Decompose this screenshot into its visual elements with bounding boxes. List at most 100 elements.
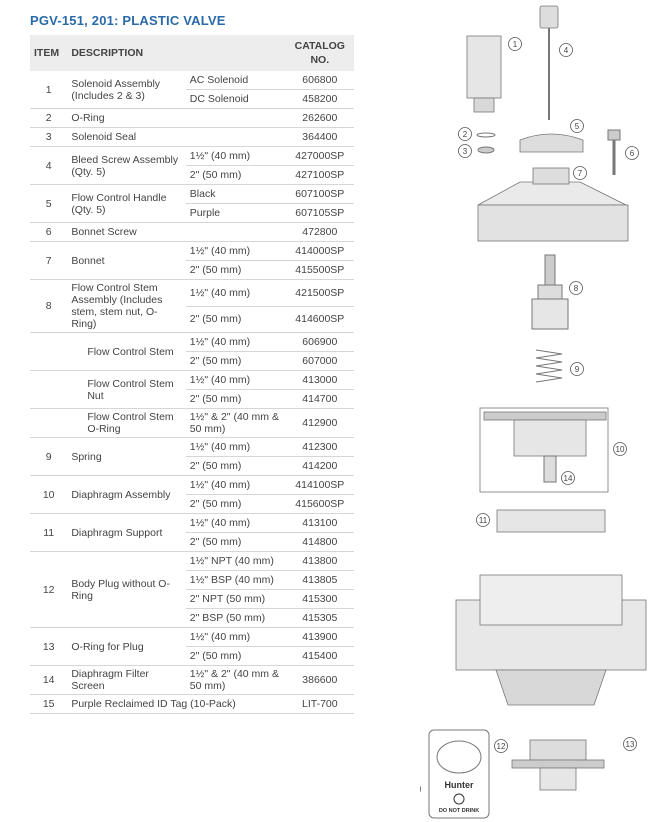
size-cell: 2" (50 mm) bbox=[185, 165, 286, 185]
svg-text:2: 2 bbox=[463, 130, 468, 139]
catalog-cell: 413800 bbox=[285, 551, 354, 571]
catalog-cell: 415300 bbox=[285, 589, 354, 609]
catalog-cell: 413900 bbox=[285, 627, 354, 647]
catalog-cell: 606800 bbox=[285, 71, 354, 90]
body-plug-part bbox=[511, 739, 605, 791]
bonnet-screw-part bbox=[607, 129, 621, 175]
svg-text:14: 14 bbox=[564, 474, 573, 483]
size-cell: 1½" (40 mm) bbox=[185, 332, 286, 352]
item-cell: 6 bbox=[30, 222, 68, 242]
catalog-cell: 412300 bbox=[285, 437, 354, 457]
svg-text:13: 13 bbox=[626, 740, 635, 749]
svg-text:6: 6 bbox=[630, 149, 635, 158]
callout-10: 10 bbox=[613, 442, 627, 456]
table-row: 2" (50 mm)415600SP bbox=[30, 494, 354, 514]
catalog-cell: 607105SP bbox=[285, 203, 354, 223]
diaphragm-support-part bbox=[496, 509, 606, 533]
size-cell bbox=[185, 222, 286, 242]
item-cell: 4 bbox=[30, 146, 68, 185]
svg-text:10: 10 bbox=[616, 445, 625, 454]
description-cell: O-Ring for Plug bbox=[67, 627, 186, 666]
table-row: 2" (50 mm)427100SP bbox=[30, 165, 354, 185]
size-cell: 1½" BSP (40 mm) bbox=[185, 570, 286, 590]
size-cell: 1½" (40 mm) bbox=[185, 513, 286, 533]
valve-body-part bbox=[455, 574, 647, 706]
catalog-cell: 415500SP bbox=[285, 260, 354, 280]
size-cell: 2" (50 mm) bbox=[185, 389, 286, 409]
description-cell: Flow Control Handle (Qty. 5) bbox=[67, 184, 186, 223]
item-cell bbox=[30, 408, 68, 438]
catalog-cell: 415600SP bbox=[285, 494, 354, 514]
description-cell: Solenoid Seal bbox=[67, 127, 186, 147]
item-cell: 15 bbox=[30, 694, 68, 714]
bonnet-part bbox=[477, 167, 629, 242]
table-row: 2" (50 mm)414200 bbox=[30, 456, 354, 476]
table-row: 2" (50 mm)415500SP bbox=[30, 260, 354, 280]
table-row: 2" (50 mm)414800 bbox=[30, 532, 354, 552]
callout-9: 9 bbox=[570, 362, 584, 376]
description-cell: Flow Control Stem bbox=[67, 332, 186, 371]
description-cell: O-Ring bbox=[67, 108, 186, 128]
catalog-cell: 607100SP bbox=[285, 184, 354, 204]
callout-4: 4 bbox=[559, 43, 573, 57]
description-cell: Bonnet Screw bbox=[67, 222, 186, 242]
flow-control-handle-part bbox=[519, 133, 584, 153]
table-row: 2" (50 mm)414600SP bbox=[30, 306, 354, 333]
size-cell: 2" NPT (50 mm) bbox=[185, 589, 286, 609]
size-cell bbox=[185, 127, 286, 147]
catalog-cell: 414600SP bbox=[285, 306, 354, 333]
size-cell: 1½" (40 mm) bbox=[185, 241, 286, 261]
svg-text:11: 11 bbox=[479, 516, 488, 525]
item-cell: 3 bbox=[30, 127, 68, 147]
description-cell: Body Plug without O-Ring bbox=[67, 551, 186, 628]
item-cell: 5 bbox=[30, 184, 68, 223]
size-cell: 2" (50 mm) bbox=[185, 646, 286, 666]
size-cell: 1½" NPT (40 mm) bbox=[185, 551, 286, 571]
description-cell: Diaphragm Support bbox=[67, 513, 186, 552]
header-item: ITEM bbox=[30, 35, 68, 71]
size-cell: 1½" (40 mm) bbox=[185, 146, 286, 166]
catalog-cell: 472800 bbox=[285, 222, 354, 242]
svg-text:7: 7 bbox=[578, 169, 583, 178]
size-cell: 1½" & 2" (40 mm & 50 mm) bbox=[185, 408, 286, 438]
exploded-diagram: Hunter DO NOT DRINK 12345678910111213141… bbox=[420, 5, 647, 819]
item-cell bbox=[30, 370, 68, 409]
solenoid-part bbox=[466, 35, 502, 113]
svg-text:4: 4 bbox=[564, 46, 569, 55]
size-cell: 1½" (40 mm) bbox=[185, 279, 286, 307]
callout-3: 3 bbox=[458, 144, 472, 158]
description-cell: Bonnet bbox=[67, 241, 186, 280]
table-row: 2" (50 mm)415400 bbox=[30, 646, 354, 666]
item-cell: 11 bbox=[30, 513, 68, 552]
catalog-cell: 415305 bbox=[285, 608, 354, 628]
size-cell: 1½" (40 mm) bbox=[185, 627, 286, 647]
catalog-cell: 412900 bbox=[285, 408, 354, 438]
callout-1: 1 bbox=[508, 37, 522, 51]
callout-14: 14 bbox=[561, 471, 575, 485]
description-cell: Diaphragm Assembly bbox=[67, 475, 186, 514]
size-cell: Black bbox=[185, 184, 286, 204]
size-cell: 2" (50 mm) bbox=[185, 351, 286, 371]
catalog-cell: 413000 bbox=[285, 370, 354, 390]
size-cell: 1½" (40 mm) bbox=[185, 475, 286, 495]
item-cell: 9 bbox=[30, 437, 68, 476]
description-cell: Bleed Screw Assembly (Qty. 5) bbox=[67, 146, 186, 185]
table-row: 1½" BSP (40 mm)413805 bbox=[30, 570, 354, 590]
svg-text:8: 8 bbox=[574, 284, 579, 293]
callout-11: 11 bbox=[476, 513, 490, 527]
callout-12: 12 bbox=[494, 739, 508, 753]
catalog-cell: 414700 bbox=[285, 389, 354, 409]
header-description: DESCRIPTION bbox=[67, 35, 286, 71]
size-cell bbox=[185, 108, 286, 128]
